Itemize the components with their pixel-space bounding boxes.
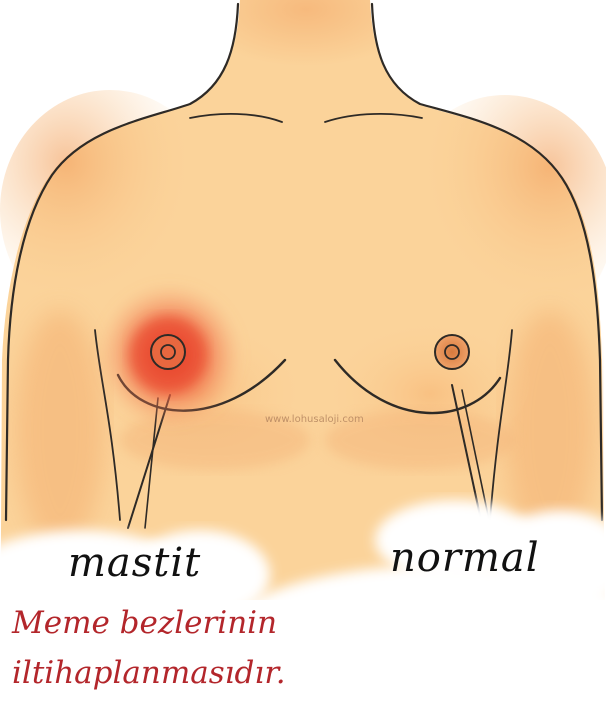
nipple-right: [435, 335, 469, 369]
label-normal: normal: [390, 535, 540, 581]
watermark-text: www.lohusaloji.com: [265, 414, 364, 425]
label-mastit: mastit: [68, 540, 201, 586]
nipple-left: [151, 335, 185, 369]
caption-line-1: Meme bezlerinin: [12, 605, 277, 641]
caption-line-2: iltihaplanmasıdır.: [12, 655, 286, 691]
